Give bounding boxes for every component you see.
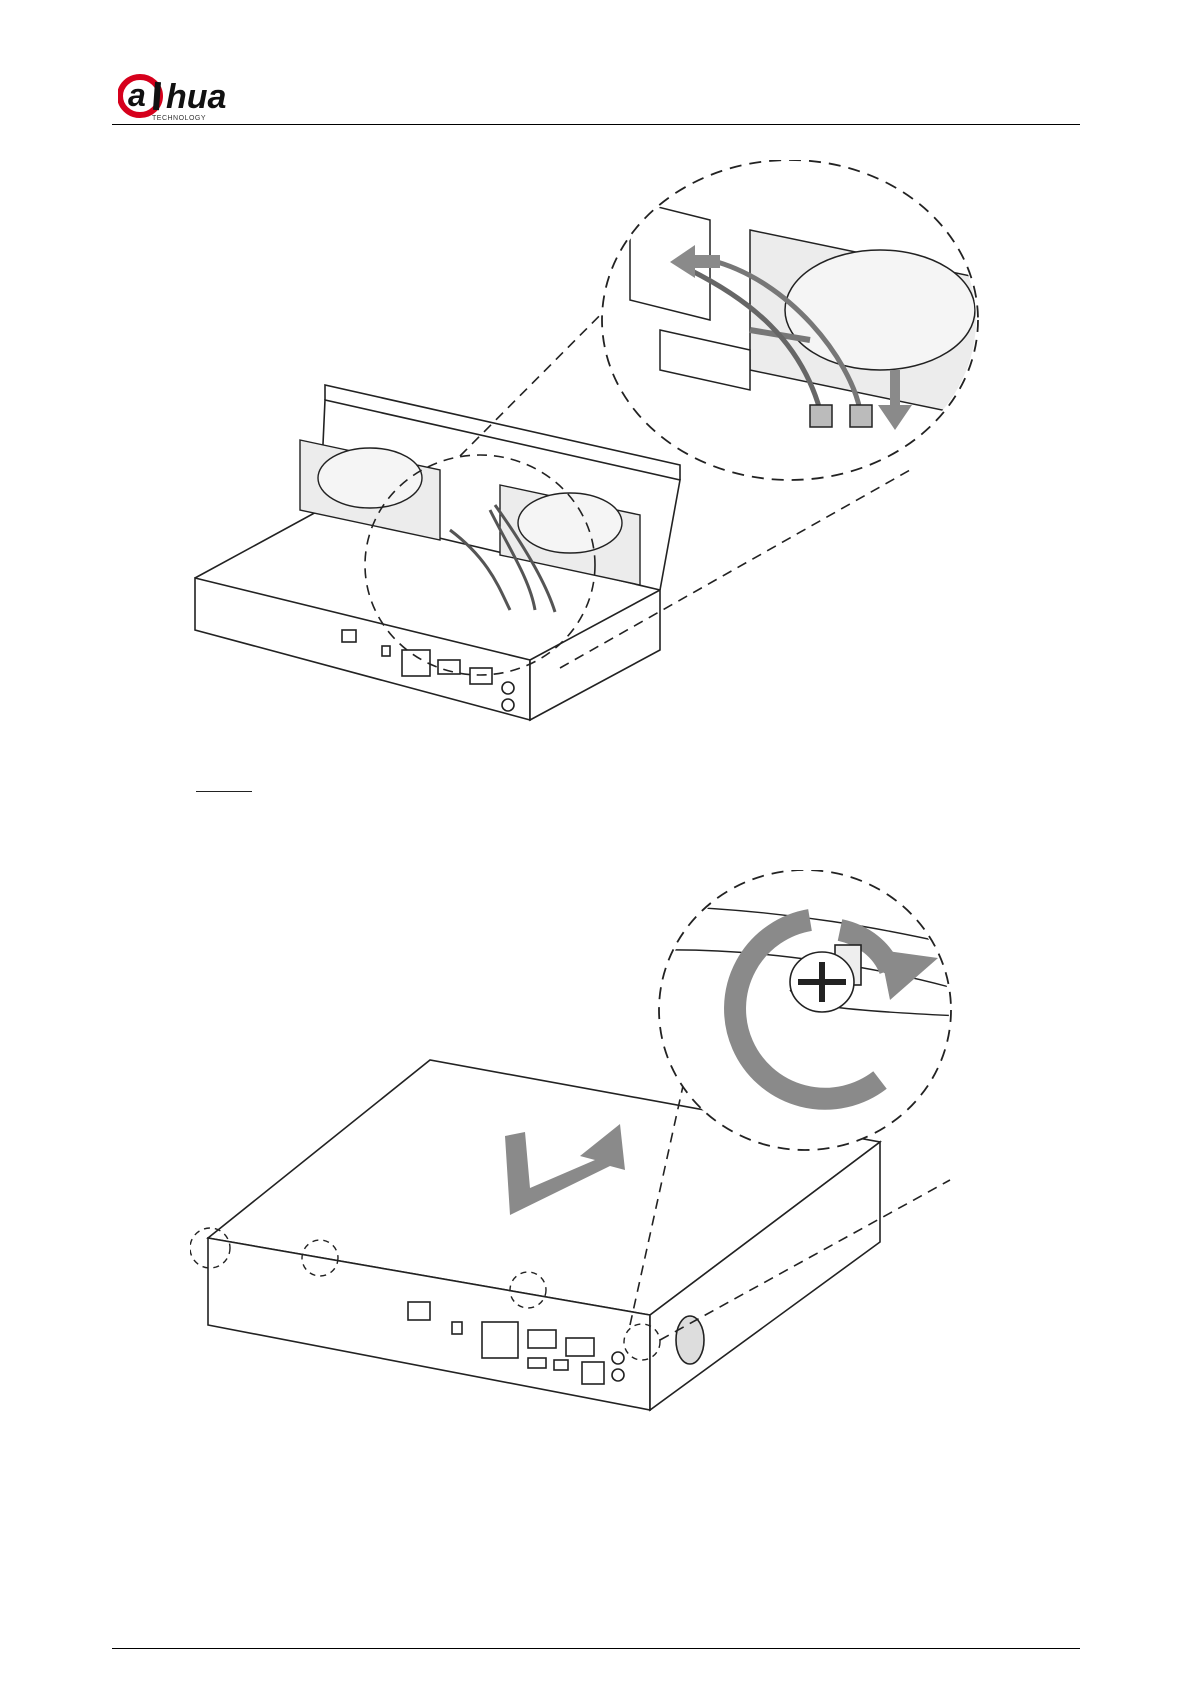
header-divider: [112, 124, 1080, 125]
zoom-callout-hdd: [602, 160, 990, 480]
brand-logo: a hua TECHNOLOGY: [118, 70, 268, 122]
zoom-callout-screw: [659, 870, 960, 1150]
footer-divider: [112, 1648, 1080, 1649]
svg-text:a: a: [128, 77, 146, 113]
figure-fasten-cover-screws: [190, 870, 1090, 1430]
page-header: a hua TECHNOLOGY: [0, 0, 1191, 130]
brand-logo-mark: a hua TECHNOLOGY: [118, 70, 268, 122]
figure-install-hdd-cables: [190, 160, 1090, 780]
cover-screw-illustration: [190, 870, 1090, 1430]
svg-text:TECHNOLOGY: TECHNOLOGY: [152, 115, 206, 122]
hdd-cable-illustration: [190, 160, 1090, 780]
svg-text:hua: hua: [166, 78, 226, 116]
hdd-drives: [300, 440, 640, 585]
step-marker-underline: [196, 791, 252, 792]
